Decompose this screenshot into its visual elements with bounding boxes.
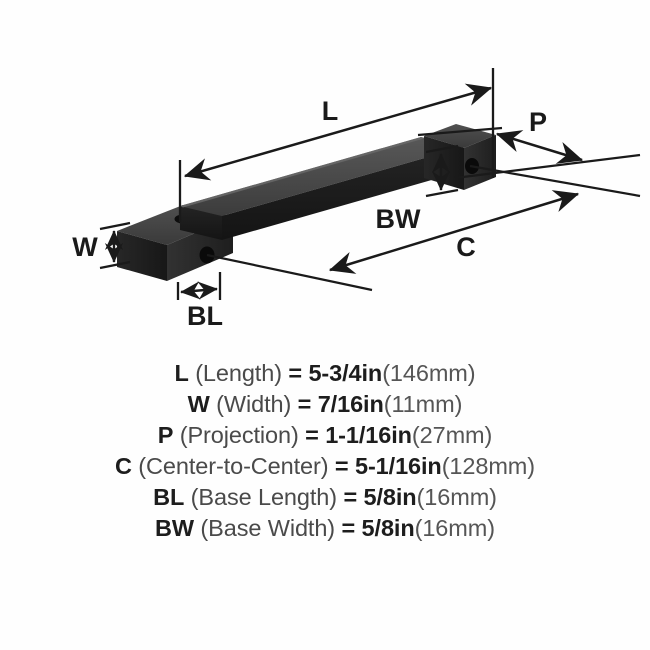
projection-dimension-arrow (495, 130, 584, 164)
spec-metric-width: (11mm) (383, 391, 463, 417)
spec-imperial-center-to-center: 5-1/16in (354, 453, 442, 479)
spec-eq-projection: = (305, 422, 319, 448)
width-label: W (72, 232, 98, 262)
length-dimension-arrow (183, 83, 493, 181)
handle-product (117, 124, 496, 281)
handle-bar-left-end-face (180, 206, 222, 240)
spec-name-length: (Length) (195, 360, 282, 386)
spec-imperial-base-length: 5/8in (363, 484, 417, 510)
spec-imperial-base-width: 5/8in (361, 515, 415, 541)
spec-metric-length: (146mm) (382, 360, 476, 386)
specification-list: L (Length) = 5-3/4in(146mm) W (Width) = … (0, 358, 650, 544)
spec-eq-width: = (297, 391, 312, 417)
spec-eq-base-length: = (343, 484, 358, 510)
spec-row-base-length: BL (Base Length) = 5/8in(16mm) (0, 482, 650, 513)
left-base-front-face (117, 231, 167, 281)
spec-name-base-length: (Base Length) (190, 484, 337, 510)
dimension-projection: P (417, 107, 641, 180)
spec-row-length: L (Length) = 5-3/4in(146mm) (0, 358, 650, 389)
spec-metric-base-length: (16mm) (416, 484, 497, 510)
spec-eq-center-to-center: = (334, 453, 349, 479)
projection-upper-guide-line (417, 126, 503, 137)
spec-metric-center-to-center: (128mm) (441, 453, 535, 479)
length-label: L (322, 96, 339, 126)
spec-name-projection: (Projection) (179, 422, 299, 448)
base-width-upper-tick (425, 144, 459, 154)
spec-code-projection: P (157, 422, 174, 448)
ctc-dimension-arrow (328, 190, 580, 274)
spec-row-projection: P (Projection) = 1-1/16in(27mm) (0, 420, 650, 451)
spec-imperial-projection: 1-1/16in (325, 422, 412, 448)
dimension-base-length: BL (176, 272, 223, 331)
width-lower-tick (99, 260, 131, 270)
spec-name-center-to-center: (Center-to-Center) (138, 453, 329, 479)
ctc-left-leader-line (206, 253, 373, 292)
spec-row-width: W (Width) = 7/16in(11mm) (0, 389, 650, 420)
spec-eq-base-width: = (341, 515, 356, 541)
spec-imperial-length: 5-3/4in (308, 360, 383, 386)
spec-name-base-width: (Base Width) (200, 515, 336, 541)
spec-code-width: W (187, 391, 210, 417)
handle-diagram-svg: L P C (72, 68, 641, 331)
spec-eq-length: = (288, 360, 302, 386)
handle-bar (180, 137, 463, 240)
dimension-length: L (178, 68, 495, 222)
spec-name-width: (Width) (216, 391, 292, 417)
projection-label: P (529, 107, 547, 137)
spec-code-center-to-center: C (114, 453, 132, 479)
center-to-center-label: C (456, 232, 476, 262)
spec-code-length: L (174, 360, 189, 386)
base-length-label: BL (187, 301, 223, 331)
spec-code-base-width: BW (155, 515, 194, 541)
base-width-label: BW (376, 204, 421, 234)
width-upper-tick (99, 221, 131, 231)
diagram-area: L P C (72, 68, 641, 331)
dimension-base-width: BW (376, 144, 459, 234)
spec-row-center-to-center: C (Center-to-Center) = 5-1/16in(128mm) (0, 451, 650, 482)
dimension-center-to-center: C (206, 164, 641, 292)
projection-lower-guide-line (454, 153, 641, 180)
spec-metric-projection: (27mm) (411, 422, 493, 448)
ctc-right-leader-line (469, 164, 641, 198)
spec-row-base-width: BW (Base Width) = 5/8in(16mm) (0, 513, 650, 544)
spec-metric-base-width: (16mm) (414, 515, 495, 541)
spec-imperial-width: 7/16in (317, 391, 384, 417)
spec-code-base-length: BL (153, 484, 185, 510)
dimension-width: W (72, 221, 131, 270)
base-width-lower-tick (425, 188, 459, 198)
base-length-dimension-arrow (180, 281, 218, 300)
